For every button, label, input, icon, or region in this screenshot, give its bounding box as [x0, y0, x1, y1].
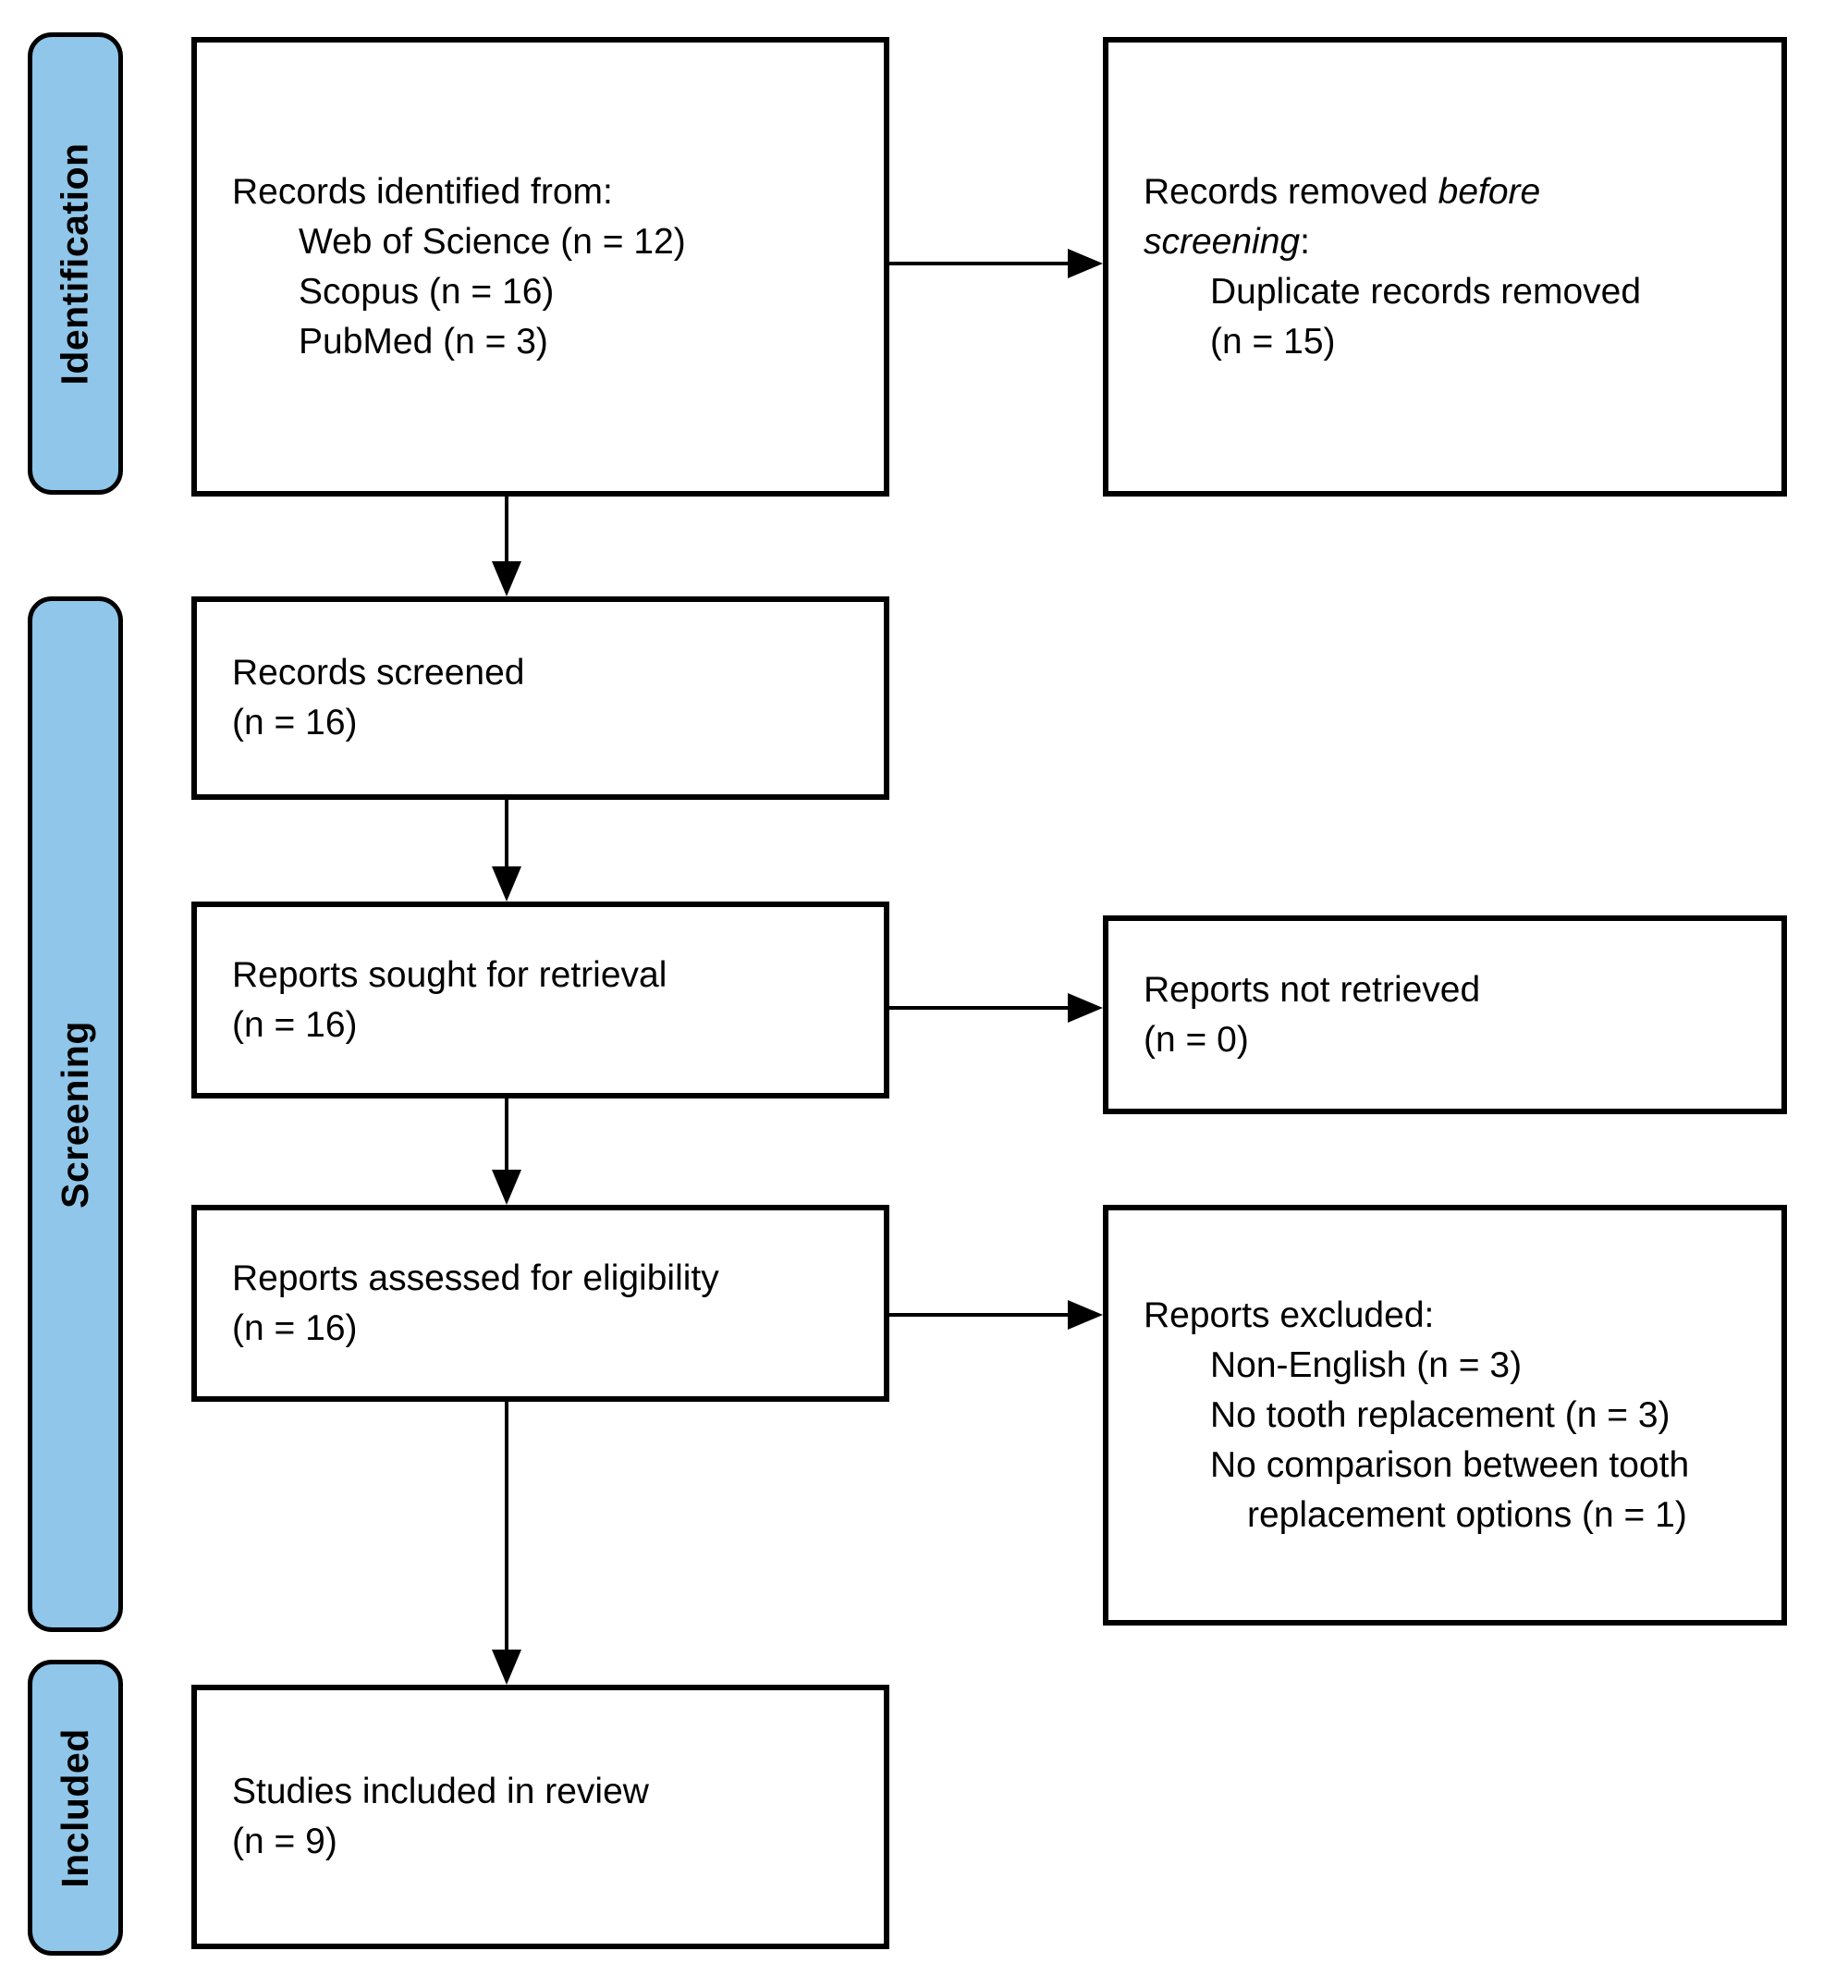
arrow-sought-to-notretrieved-head-icon [1068, 993, 1103, 1023]
arrow-identified-to-removed-line [889, 262, 1068, 265]
records-removed-title-colon: : [1300, 221, 1310, 262]
records-identified-item: PubMed (n = 3) [299, 321, 548, 362]
box-reports-excluded: Reports excluded: Non-English (n = 3) No… [1103, 1205, 1787, 1626]
box-studies-included: Studies included in review (n = 9) [191, 1685, 889, 1949]
reports-assessed-count: (n = 16) [232, 1307, 358, 1348]
records-identified-item: Scopus (n = 16) [299, 271, 555, 312]
stage-label-screening: Screening [28, 596, 123, 1632]
reports-not-retrieved-line: Reports not retrieved [1144, 969, 1481, 1010]
arrow-sought-to-assessed-head-icon [492, 1170, 521, 1205]
reports-excluded-title: Reports excluded: [1144, 1295, 1435, 1335]
records-removed-title-line2: screening: [1144, 217, 1772, 267]
arrow-identified-to-removed-head-icon [1068, 249, 1103, 278]
box-reports-not-retrieved: Reports not retrieved (n = 0) [1103, 915, 1787, 1114]
arrow-assessed-to-included-head-icon [492, 1650, 521, 1685]
reports-excluded-item-continuation: replacement options (n = 1) [1247, 1494, 1687, 1535]
reports-assessed-line: Reports assessed for eligibility [232, 1258, 719, 1298]
arrow-assessed-to-excluded-line [889, 1313, 1068, 1317]
box-records-removed: Records removed before screening: Duplic… [1103, 37, 1787, 497]
box-reports-assessed: Reports assessed for eligibility (n = 16… [191, 1205, 889, 1402]
stage-label-included-text: Included [54, 1727, 97, 1888]
reports-excluded-item: Non-English (n = 3) [1210, 1344, 1523, 1385]
arrow-screened-to-sought-head-icon [492, 866, 521, 902]
records-removed-title-regular: Records removed [1144, 171, 1438, 212]
reports-excluded-item: No comparison between tooth [1210, 1444, 1690, 1485]
arrow-sought-to-assessed-line [505, 1098, 508, 1170]
records-identified-item: Web of Science (n = 12) [299, 221, 686, 262]
records-screened-line: Records screened [232, 653, 525, 693]
reports-excluded-item: No tooth replacement (n = 3) [1210, 1394, 1671, 1435]
records-screened-count: (n = 16) [232, 703, 358, 742]
records-removed-item: (n = 15) [1210, 321, 1336, 362]
reports-sought-count: (n = 16) [232, 1004, 358, 1045]
reports-sought-line: Reports sought for retrieval [232, 954, 667, 995]
stage-label-screening-text: Screening [54, 1020, 97, 1209]
studies-included-count: (n = 9) [232, 1822, 337, 1861]
stage-label-identification-text: Identification [54, 141, 97, 386]
stage-label-identification: Identification [28, 32, 123, 495]
arrow-assessed-to-included-line [505, 1402, 508, 1650]
studies-included-line: Studies included in review [232, 1772, 649, 1811]
box-records-identified: Records identified from: Web of Science … [191, 37, 889, 497]
box-reports-sought: Reports sought for retrieval (n = 16) [191, 902, 889, 1098]
arrow-screened-to-sought-line [505, 800, 508, 866]
records-removed-title-italic: before [1438, 171, 1541, 212]
reports-not-retrieved-count: (n = 0) [1144, 1019, 1249, 1060]
arrow-identified-to-screened-head-icon [492, 561, 521, 596]
records-removed-item: Duplicate records removed [1210, 271, 1642, 312]
records-removed-title-italic2: screening [1144, 221, 1301, 262]
records-removed-title-line1: Records removed before [1144, 167, 1772, 217]
box-records-screened: Records screened (n = 16) [191, 596, 889, 800]
arrow-identified-to-screened-line [505, 497, 508, 563]
arrow-sought-to-notretrieved-line [889, 1006, 1068, 1010]
stage-label-included: Included [28, 1660, 123, 1956]
records-identified-title: Records identified from: [232, 171, 613, 212]
arrow-assessed-to-excluded-head-icon [1068, 1300, 1103, 1330]
